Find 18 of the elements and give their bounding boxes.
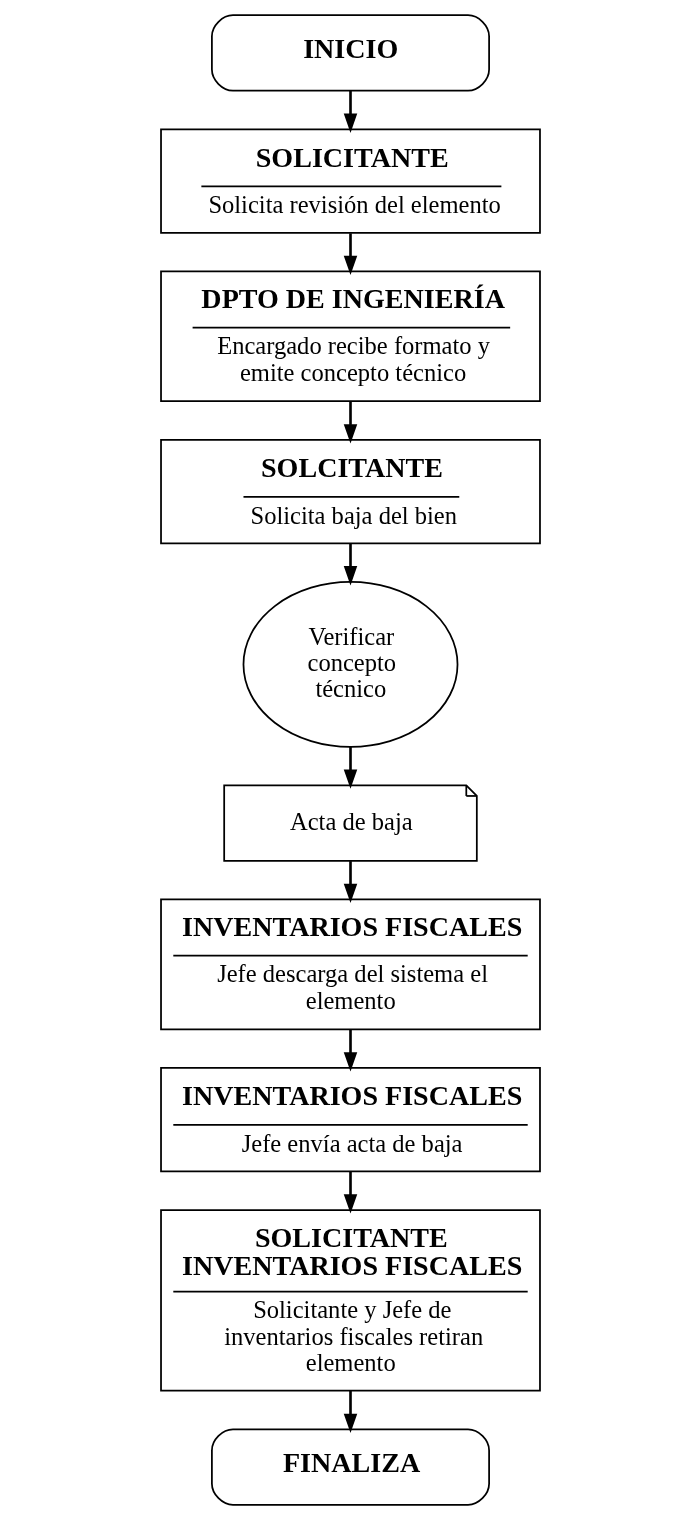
arrow	[343, 1171, 357, 1214]
node-box: SOLICITANTE Solicita revisión del elemento	[159, 128, 541, 234]
node-box: SOLICITANTE INVENTARIOS FISCALES Solicitante y Jefe de inventarios fiscales retiran elemento	[159, 1209, 541, 1392]
arrow	[343, 746, 357, 789]
arrow	[343, 1390, 357, 1433]
node-box: FINALIZA	[210, 1428, 490, 1506]
arrow	[343, 861, 357, 903]
node-box: INVENTARIOS FISCALES Jefe envía acta de baja	[159, 1067, 541, 1173]
node-box: INICIO	[210, 14, 490, 92]
arrow	[343, 543, 357, 586]
node-box: DPTO DE INGENIERÍA Encargado recibe formato y emite concepto técnico	[159, 270, 541, 403]
node-box: SOLCITANTE Solicita baja del bien	[159, 438, 541, 545]
arrow	[343, 1029, 357, 1072]
arrow	[343, 401, 357, 444]
node-ellipse: Verificar concepto técnico	[242, 581, 458, 748]
arrow	[343, 90, 357, 133]
node-box: INVENTARIOS FISCALES Jefe descarga del sistema el elemento	[159, 898, 541, 1031]
arrow	[343, 233, 357, 275]
